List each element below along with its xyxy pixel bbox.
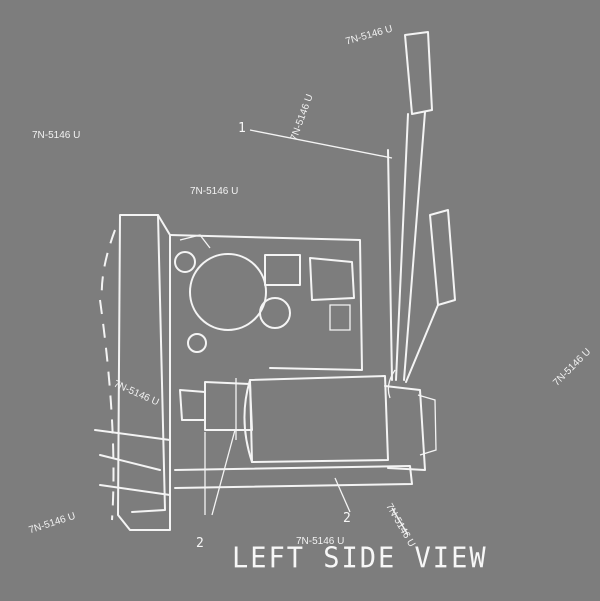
starter-motor: [174, 375, 437, 515]
part-label-center-top: 7N-5146 U: [190, 186, 239, 197]
wiring-harness: [387, 31, 456, 399]
part-label-left-upper: 7N-5146 U: [32, 130, 81, 141]
leader-lines: [211, 129, 409, 536]
callout-2-bolt: 2: [196, 536, 204, 551]
part-label-bottom-center: 7N-5146 U: [296, 536, 345, 547]
callout-1: 1: [238, 121, 246, 136]
housing-outline: [94, 214, 363, 531]
callout-2-starter: 2: [343, 511, 351, 526]
view-title: LEFT SIDE VIEW: [232, 542, 488, 575]
gear-cover: [174, 234, 355, 353]
